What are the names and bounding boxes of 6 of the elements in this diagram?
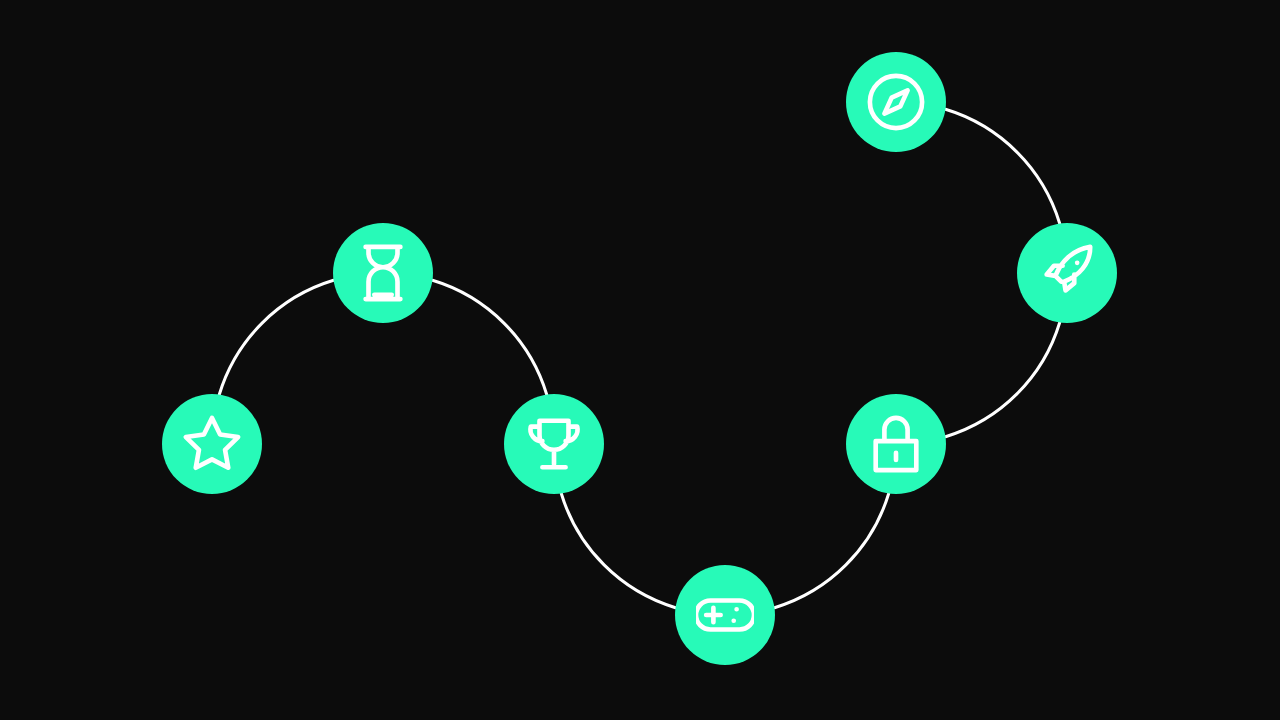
curved-connector bbox=[773, 492, 891, 610]
curved-connector bbox=[559, 492, 677, 610]
curved-connector bbox=[217, 278, 335, 396]
curved-connector bbox=[944, 107, 1062, 225]
curved-connector bbox=[944, 321, 1062, 439]
curved-connector bbox=[431, 278, 549, 396]
